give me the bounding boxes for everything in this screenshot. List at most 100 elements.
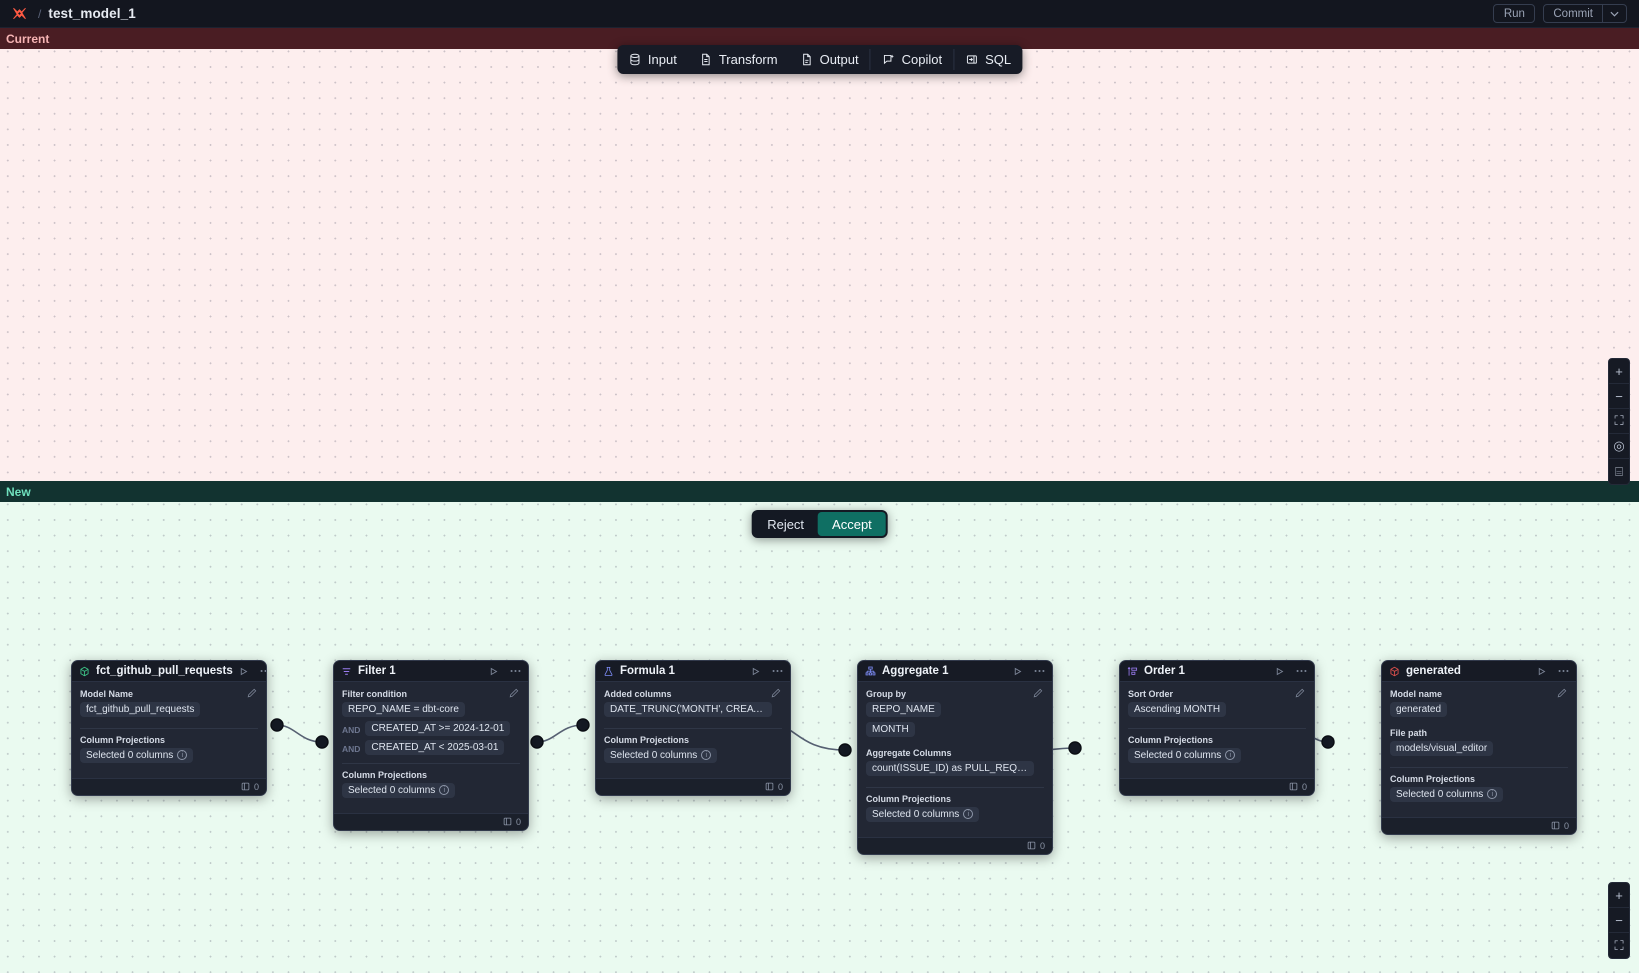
info-icon[interactable]: i (1487, 789, 1498, 800)
pencil-edit-icon[interactable] (1557, 688, 1568, 699)
pencil-edit-icon[interactable] (771, 688, 782, 699)
zoom-out-button-current[interactable]: − (1609, 384, 1629, 409)
node-footer: 0 (72, 778, 266, 795)
toolbar-item-copilot[interactable]: Copilot (871, 45, 953, 74)
node-body: Filter condition REPO_NAME = dbt-core AN… (334, 682, 528, 813)
node-footer: 0 (1120, 778, 1314, 795)
value-chip[interactable]: MONTH (866, 722, 915, 737)
more-options-icon[interactable] (1296, 669, 1307, 673)
node-generated[interactable]: generated Model name generated File (1381, 660, 1577, 835)
node-fct-github-pull-requests[interactable]: fct_github_pull_requests Model Name fct_… (71, 660, 267, 796)
more-options-icon[interactable] (510, 669, 521, 673)
value-chip[interactable]: models/visual_editor (1390, 741, 1494, 756)
node-filter-1[interactable]: Filter 1 Filter condition REPO_NAME = db… (333, 660, 529, 831)
zoom-in-button-current[interactable]: + (1609, 359, 1629, 384)
canvas-controls-current: + − ⛶ ◎ ⌸ (1608, 358, 1630, 485)
value-chip[interactable]: REPO_NAME (866, 702, 941, 717)
value-chip[interactable]: CREATED_AT >= 2024-12-01 (365, 721, 511, 736)
more-options-icon[interactable] (1034, 669, 1045, 673)
toolbar-item-transform[interactable]: Transform (688, 45, 789, 74)
value-chip[interactable]: REPO_NAME = dbt-core (342, 702, 465, 717)
info-icon[interactable]: i (701, 750, 712, 761)
pencil-edit-icon[interactable] (1295, 688, 1306, 699)
info-icon[interactable]: i (1225, 750, 1236, 761)
plus-icon: + (1615, 363, 1623, 379)
commit-button[interactable]: Commit (1553, 7, 1593, 20)
reject-button[interactable]: Reject (767, 516, 805, 532)
node-section-sort-order: Sort Order Ascending MONTH (1128, 688, 1306, 722)
filter-clause-row: REPO_NAME = dbt-core (342, 702, 520, 719)
toolbar-item-output[interactable]: Output (789, 45, 870, 74)
value-chip[interactable]: DATE_TRUNC('MONTH', CREATED_AT... (604, 702, 772, 717)
sql-panel-icon (965, 53, 979, 67)
node-formula-1[interactable]: Formula 1 Added columns DATE_TRUNC('MONT… (595, 660, 791, 796)
run-node-icon[interactable] (239, 667, 248, 676)
node-title: Aggregate 1 (882, 665, 949, 677)
node-row-count: 0 (1563, 821, 1569, 831)
node-aggregate-1[interactable]: Aggregate 1 Group by REPO_NAME MONTH (857, 660, 1053, 855)
node-header: Order 1 (1120, 661, 1314, 682)
toolbar-label-sql: SQL (985, 52, 1012, 67)
section-divider (1128, 728, 1306, 729)
editor-toolbar: Input Transform Output (616, 45, 1023, 74)
node-footer: 0 (858, 837, 1052, 854)
filter-icon (341, 666, 352, 677)
chevron-down-icon[interactable] (1603, 5, 1626, 22)
value-chip[interactable]: count(ISSUE_ID) as PULL_REQUEST_... (866, 761, 1034, 776)
value-chip[interactable]: Ascending MONTH (1128, 702, 1227, 717)
run-node-icon[interactable] (1537, 667, 1546, 676)
run-node-icon[interactable] (489, 667, 498, 676)
table-rows-icon (765, 782, 774, 793)
run-node-icon[interactable] (751, 667, 760, 676)
pencil-edit-icon[interactable] (247, 688, 258, 699)
logical-operator: AND (342, 743, 361, 754)
node-title: fct_github_pull_requests (96, 665, 233, 677)
table-rows-icon (241, 782, 250, 793)
table-rows-icon (1289, 782, 1298, 793)
run-node-icon[interactable] (1275, 667, 1284, 676)
section-title: Added columns (604, 689, 672, 699)
section-title: Group by (866, 689, 906, 699)
dbt-x-logo-icon[interactable] (8, 3, 30, 25)
info-icon[interactable]: i (439, 785, 450, 796)
pencil-edit-icon[interactable] (509, 688, 520, 699)
run-node-icon[interactable] (1013, 667, 1022, 676)
node-header: Aggregate 1 (858, 661, 1052, 682)
pencil-edit-icon[interactable] (1033, 688, 1044, 699)
toolbar-item-sql[interactable]: SQL (954, 45, 1022, 74)
node-order-1[interactable]: Order 1 Sort Order Ascending MONTH (1119, 660, 1315, 796)
value-chip[interactable]: CREATED_AT < 2025-03-01 (365, 740, 505, 755)
more-options-icon[interactable] (772, 669, 783, 673)
node-row-count: 0 (253, 782, 259, 792)
run-button[interactable]: Run (1493, 4, 1536, 23)
lock-interactivity-button-current[interactable]: ◎ (1609, 434, 1629, 459)
aggregate-icon (865, 666, 876, 677)
fit-view-button-current[interactable]: ⛶ (1609, 409, 1629, 434)
node-body: Model Name fct_github_pull_requests Colu… (72, 682, 266, 778)
value-chip[interactable]: generated (1390, 702, 1448, 717)
info-icon[interactable]: i (177, 750, 188, 761)
toolbar-label-copilot: Copilot (901, 52, 943, 67)
zoom-out-button-new[interactable]: − (1609, 908, 1629, 933)
zoom-in-button-new[interactable]: + (1609, 883, 1629, 908)
section-title: Model name (1390, 689, 1443, 699)
info-icon[interactable]: i (963, 809, 974, 820)
more-options-icon[interactable] (260, 669, 266, 673)
commit-split-button[interactable]: Commit (1543, 4, 1627, 23)
fit-view-button-new[interactable]: ⛶ (1609, 933, 1629, 958)
section-divider (342, 763, 520, 764)
more-options-icon[interactable] (1558, 669, 1569, 673)
file-text-icon (699, 53, 713, 67)
accept-button[interactable]: Accept (818, 512, 886, 536)
node-header: Formula 1 (596, 661, 790, 682)
toolbar-item-input[interactable]: Input (617, 45, 688, 74)
mini-map-button-current[interactable]: ⌸ (1609, 459, 1629, 484)
value-chip[interactable]: fct_github_pull_requests (80, 702, 201, 717)
